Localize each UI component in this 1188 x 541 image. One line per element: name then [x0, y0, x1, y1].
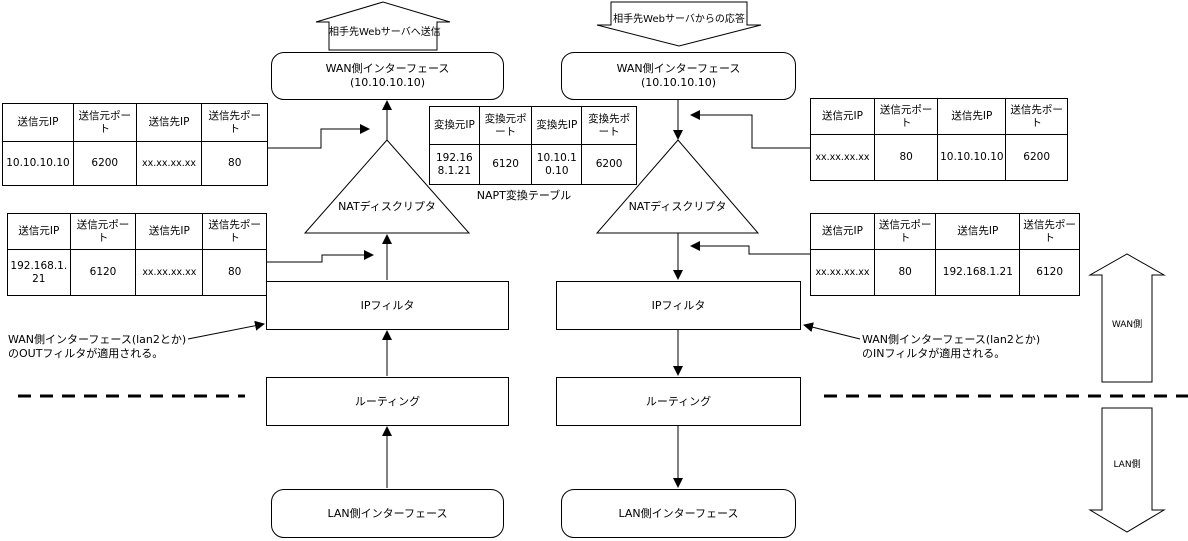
send-arrow-label: 相手先Webサーバへ送信: [329, 27, 441, 38]
response-arrow-label: 相手先Webサーバからの応答: [613, 14, 745, 25]
arrow-right-note: [803, 322, 861, 340]
table-cell: 6120: [1019, 249, 1080, 296]
right-wan-interface: WAN側インターフェース (10.10.10.10): [561, 52, 796, 100]
table-header-cell: 送信元ポート: [72, 103, 137, 142]
table-cell: xx.xx.xx.xx: [135, 249, 204, 296]
arrow-left-note: [187, 320, 265, 340]
left-filter-note-line1: WAN側インターフェース(lan2とか): [8, 333, 187, 346]
table-cell: 10.10.10.10: [531, 144, 583, 185]
right-packet-table-after-nat: 送信元IP 送信元ポート 送信先IP 送信先ポート xx.xx.xx.xx 80…: [810, 213, 1080, 296]
table-header-cell: 送信元IP: [7, 213, 71, 250]
right-nat-label: NATディスクリプタ: [628, 200, 727, 213]
left-wan-interface-name: WAN側インターフェース: [325, 62, 450, 75]
right-packet-table-before-nat: 送信元IP 送信元ポート 送信先IP 送信先ポート xx.xx.xx.xx 80…: [810, 98, 1068, 181]
table-cell: 192.168.1.21: [429, 144, 480, 185]
table-header-cell: 送信先IP: [135, 103, 203, 142]
table-cell: 80: [873, 134, 939, 181]
table-header-cell: 送信元IP: [2, 103, 74, 142]
connector-right-top-table: [690, 110, 810, 149]
table-header-cell: 送信元ポート: [873, 213, 937, 250]
right-lan-interface-label: LAN側インターフェース: [618, 506, 739, 520]
table-cell: 80: [202, 249, 267, 296]
table-header-cell: 送信先ポート: [201, 103, 268, 142]
table-cell: 80: [873, 249, 937, 296]
right-wan-interface-name: WAN側インターフェース: [616, 62, 741, 75]
left-wan-interface-ip: (10.10.10.10): [349, 76, 426, 89]
left-ip-filter-label: IPフィルタ: [360, 298, 415, 312]
table-cell: xx.xx.xx.xx: [810, 249, 875, 296]
right-filter-note-line1: WAN側インターフェース(lan2とか): [862, 333, 1041, 346]
connector-left-bottom-table: [267, 250, 374, 263]
right-ip-filter: IPフィルタ: [556, 281, 801, 330]
lan-side-label: LAN側: [1113, 460, 1141, 470]
table-cell: 80: [201, 141, 268, 186]
table-header-cell: 送信元IP: [810, 213, 875, 250]
table-header-cell: 送信元IP: [810, 98, 875, 135]
left-routing-label: ルーティング: [354, 394, 421, 408]
left-filter-note: WAN側インターフェース(lan2とか) のOUTフィルタが適用される。: [8, 333, 186, 361]
left-nat-label: NATディスクリプタ: [338, 200, 436, 213]
table-header-cell: 送信先IP: [935, 213, 1021, 250]
wan-side-block-arrow: [1088, 253, 1166, 383]
wan-side-label: WAN側: [1111, 320, 1143, 330]
right-routing-label: ルーティング: [645, 394, 712, 408]
table-cell: xx.xx.xx.xx: [810, 134, 875, 181]
left-wan-interface: WAN側インターフェース (10.10.10.10): [271, 52, 504, 100]
left-lan-interface: LAN側インターフェース: [271, 489, 504, 538]
table-header-cell: 送信先ポート: [1019, 213, 1080, 250]
table-cell: 192.168.1.21: [935, 249, 1021, 296]
left-lan-interface-label: LAN側インターフェース: [327, 506, 448, 520]
right-filter-note-line2: のINフィルタが適用される。: [862, 347, 1006, 360]
right-ip-filter-label: IPフィルタ: [651, 298, 706, 312]
left-routing: ルーティング: [266, 377, 509, 426]
table-header-cell: 送信元ポート: [873, 98, 939, 135]
right-filter-note: WAN側インターフェース(lan2とか) のINフィルタが適用される。: [862, 333, 1040, 361]
table-cell: 6200: [581, 144, 637, 185]
table-cell: xx.xx.xx.xx: [135, 141, 203, 186]
table-cell: 6120: [478, 144, 533, 185]
table-cell: 10.10.10.10: [937, 134, 1007, 181]
table-header-cell: 送信先ポート: [1005, 98, 1068, 135]
response-block-arrow-down: [596, 1, 762, 47]
nat-triangle-left: [303, 139, 471, 234]
lan-side-block-arrow: [1088, 407, 1166, 533]
left-ip-filter: IPフィルタ: [266, 281, 509, 330]
table-cell: 192.168.1.21: [7, 249, 71, 296]
table-header-cell: 送信元ポート: [69, 213, 137, 250]
table-header-cell: 変換先IP: [531, 106, 583, 145]
left-packet-table-before-nat: 送信元IP 送信元ポート 送信先IP 送信先ポート 192.168.1.21 6…: [7, 213, 267, 296]
right-lan-interface: LAN側インターフェース: [561, 489, 796, 538]
table-header-cell: 送信先IP: [135, 213, 204, 250]
send-block-arrow-up: [315, 1, 451, 51]
table-header-cell: 送信先IP: [937, 98, 1007, 135]
table-cell: 6120: [69, 249, 137, 296]
connector-left-top-table: [267, 124, 370, 149]
left-packet-table-after-nat: 送信元IP 送信元ポート 送信先IP 送信先ポート 10.10.10.10 62…: [2, 103, 268, 186]
table-header-cell: 送信先ポート: [202, 213, 267, 250]
connector-right-bottom-table: [690, 241, 810, 255]
napt-table: 変換元IP 変換元ポート 変換先IP 変換先ポート 192.168.1.21 6…: [429, 106, 637, 185]
table-cell: 6200: [1005, 134, 1068, 181]
table-header-cell: 変換元IP: [429, 106, 480, 145]
table-header-cell: 変換先ポート: [581, 106, 637, 145]
right-wan-interface-ip: (10.10.10.10): [640, 76, 717, 89]
table-header-cell: 変換元ポート: [478, 106, 533, 145]
table-cell: 10.10.10.10: [2, 141, 74, 186]
left-filter-note-line2: のOUTフィルタが適用される。: [8, 347, 164, 360]
table-cell: 6200: [72, 141, 137, 186]
napt-table-caption: NAPT変換テーブル: [476, 189, 572, 202]
right-routing: ルーティング: [556, 377, 801, 426]
